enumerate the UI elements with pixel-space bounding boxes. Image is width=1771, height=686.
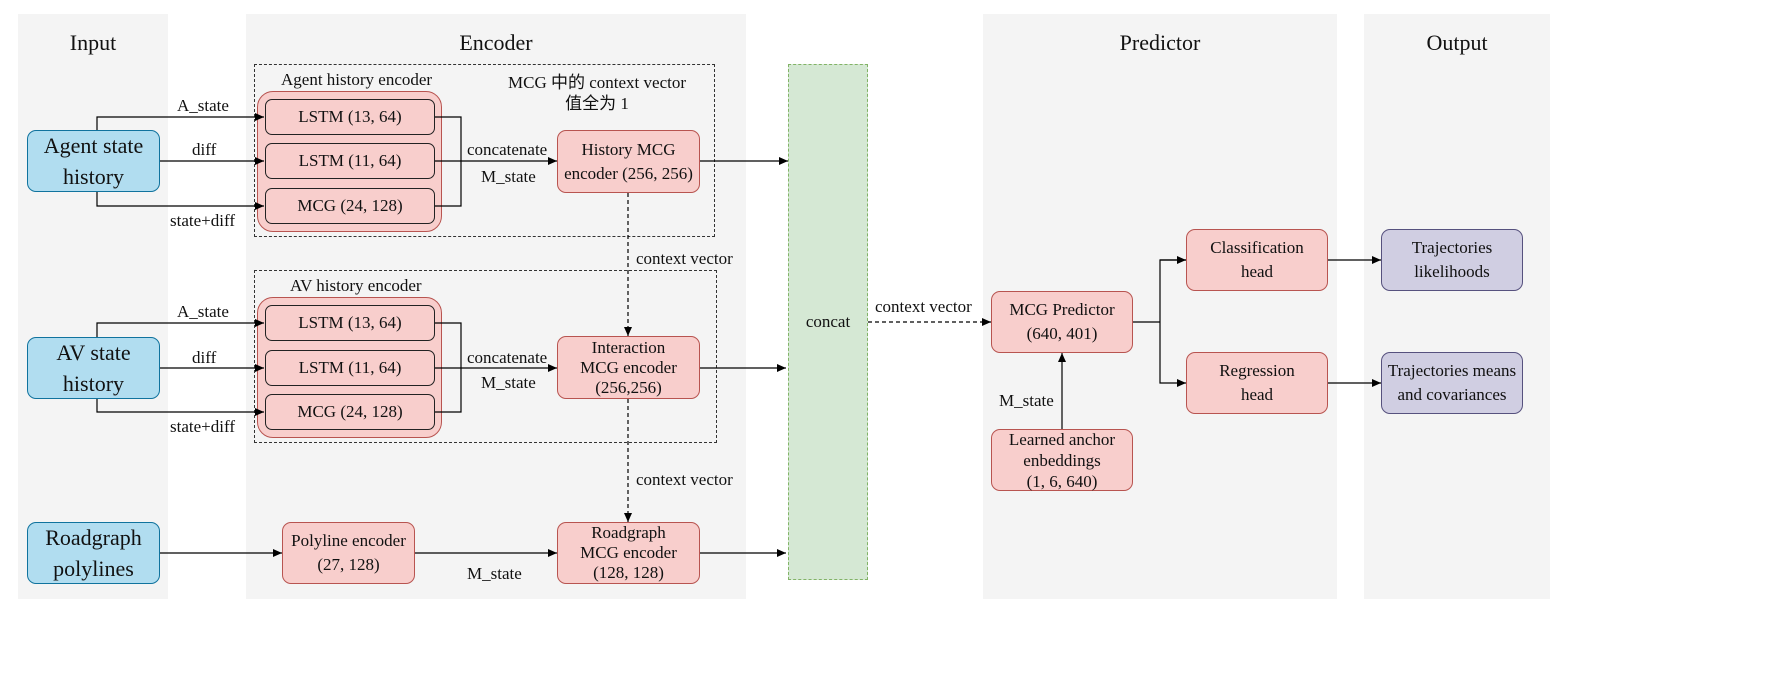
history-mcg-encoder: History MCG encoder (256, 256) [557, 130, 700, 193]
regression-head: Regression head [1186, 352, 1328, 414]
encoder-panel-title: Encoder [459, 30, 533, 55]
learned-anchor-embeddings: Learned anchor enbeddings (1, 6, 640) [991, 429, 1133, 491]
agent-mcg-24-128: MCG (24, 128) [265, 188, 435, 224]
edge-predictor-split [1133, 259, 1186, 383]
edge-agent-merge [435, 116, 462, 207]
edge-agent-astate [96, 113, 264, 130]
agent-lstm-13-64: LSTM (13, 64) [265, 99, 435, 135]
agent-lstm-11-64: LSTM (11, 64) [265, 143, 435, 179]
label-agent-statediff: state+diff [170, 211, 235, 230]
label-road-mstate: M_state [467, 564, 522, 583]
agent-encoder-title: Agent history encoder [281, 70, 433, 89]
edge-agent-statediff [96, 192, 264, 210]
polyline-encoder: Polyline encoder (27, 128) [282, 522, 415, 584]
interaction-mcg-encoder: Interaction MCG encoder (256,256) [557, 336, 700, 399]
agent-state-history-node: Agent state history [27, 130, 160, 192]
context-vector-note: MCG 中的 context vector 值全为 1 [508, 73, 686, 113]
av-mcg-24-128: MCG (24, 128) [265, 394, 435, 430]
label-av-concatenate: concatenate [467, 348, 548, 367]
av-encoder-title: AV history encoder [290, 276, 422, 295]
roadgraph-mcg-encoder: Roadgraph MCG encoder (128, 128) [557, 522, 700, 584]
output-panel: Output [1364, 14, 1550, 599]
edge-av-merge [435, 322, 462, 413]
edge-av-statediff [96, 399, 264, 416]
edge-av-astate [96, 319, 264, 337]
input-panel-title: Input [69, 30, 117, 55]
label-predictor-mstate: M_state [999, 391, 1054, 410]
predictor-panel-title: Predictor [1119, 30, 1201, 55]
roadgraph-polylines-node: Roadgraph polylines [27, 522, 160, 584]
av-lstm-13-64: LSTM (13, 64) [265, 305, 435, 341]
av-state-history-node: AV state history [27, 337, 160, 399]
trajectories-likelihoods: Trajectories likelihoods [1381, 229, 1523, 291]
label-agent-diff: diff [192, 140, 217, 159]
agent-encoder-frame [254, 64, 715, 237]
label-agent-astate: A_state [177, 96, 229, 115]
mcg-predictor: MCG Predictor (640, 401) [991, 291, 1133, 353]
label-av-astate: A_state [177, 302, 229, 321]
av-lstm-11-64: LSTM (11, 64) [265, 350, 435, 386]
label-agent-concatenate: concatenate [467, 140, 548, 159]
label-agent-mstate: M_state [481, 167, 536, 186]
label-context-vector-3: context vector [875, 297, 972, 316]
label-av-mstate: M_state [481, 373, 536, 392]
label-context-vector-1: context vector [636, 249, 733, 268]
label-av-diff: diff [192, 348, 217, 367]
trajectories-means-covariances: Trajectories means and covariances [1381, 352, 1523, 414]
classification-head: Classification head [1186, 229, 1328, 291]
av-encoder-frame [254, 270, 717, 443]
input-panel: Input [18, 14, 168, 599]
output-panel-title: Output [1426, 30, 1488, 55]
label-context-vector-2: context vector [636, 470, 733, 489]
label-av-statediff: state+diff [170, 417, 235, 436]
concat-block: concat [788, 64, 868, 580]
